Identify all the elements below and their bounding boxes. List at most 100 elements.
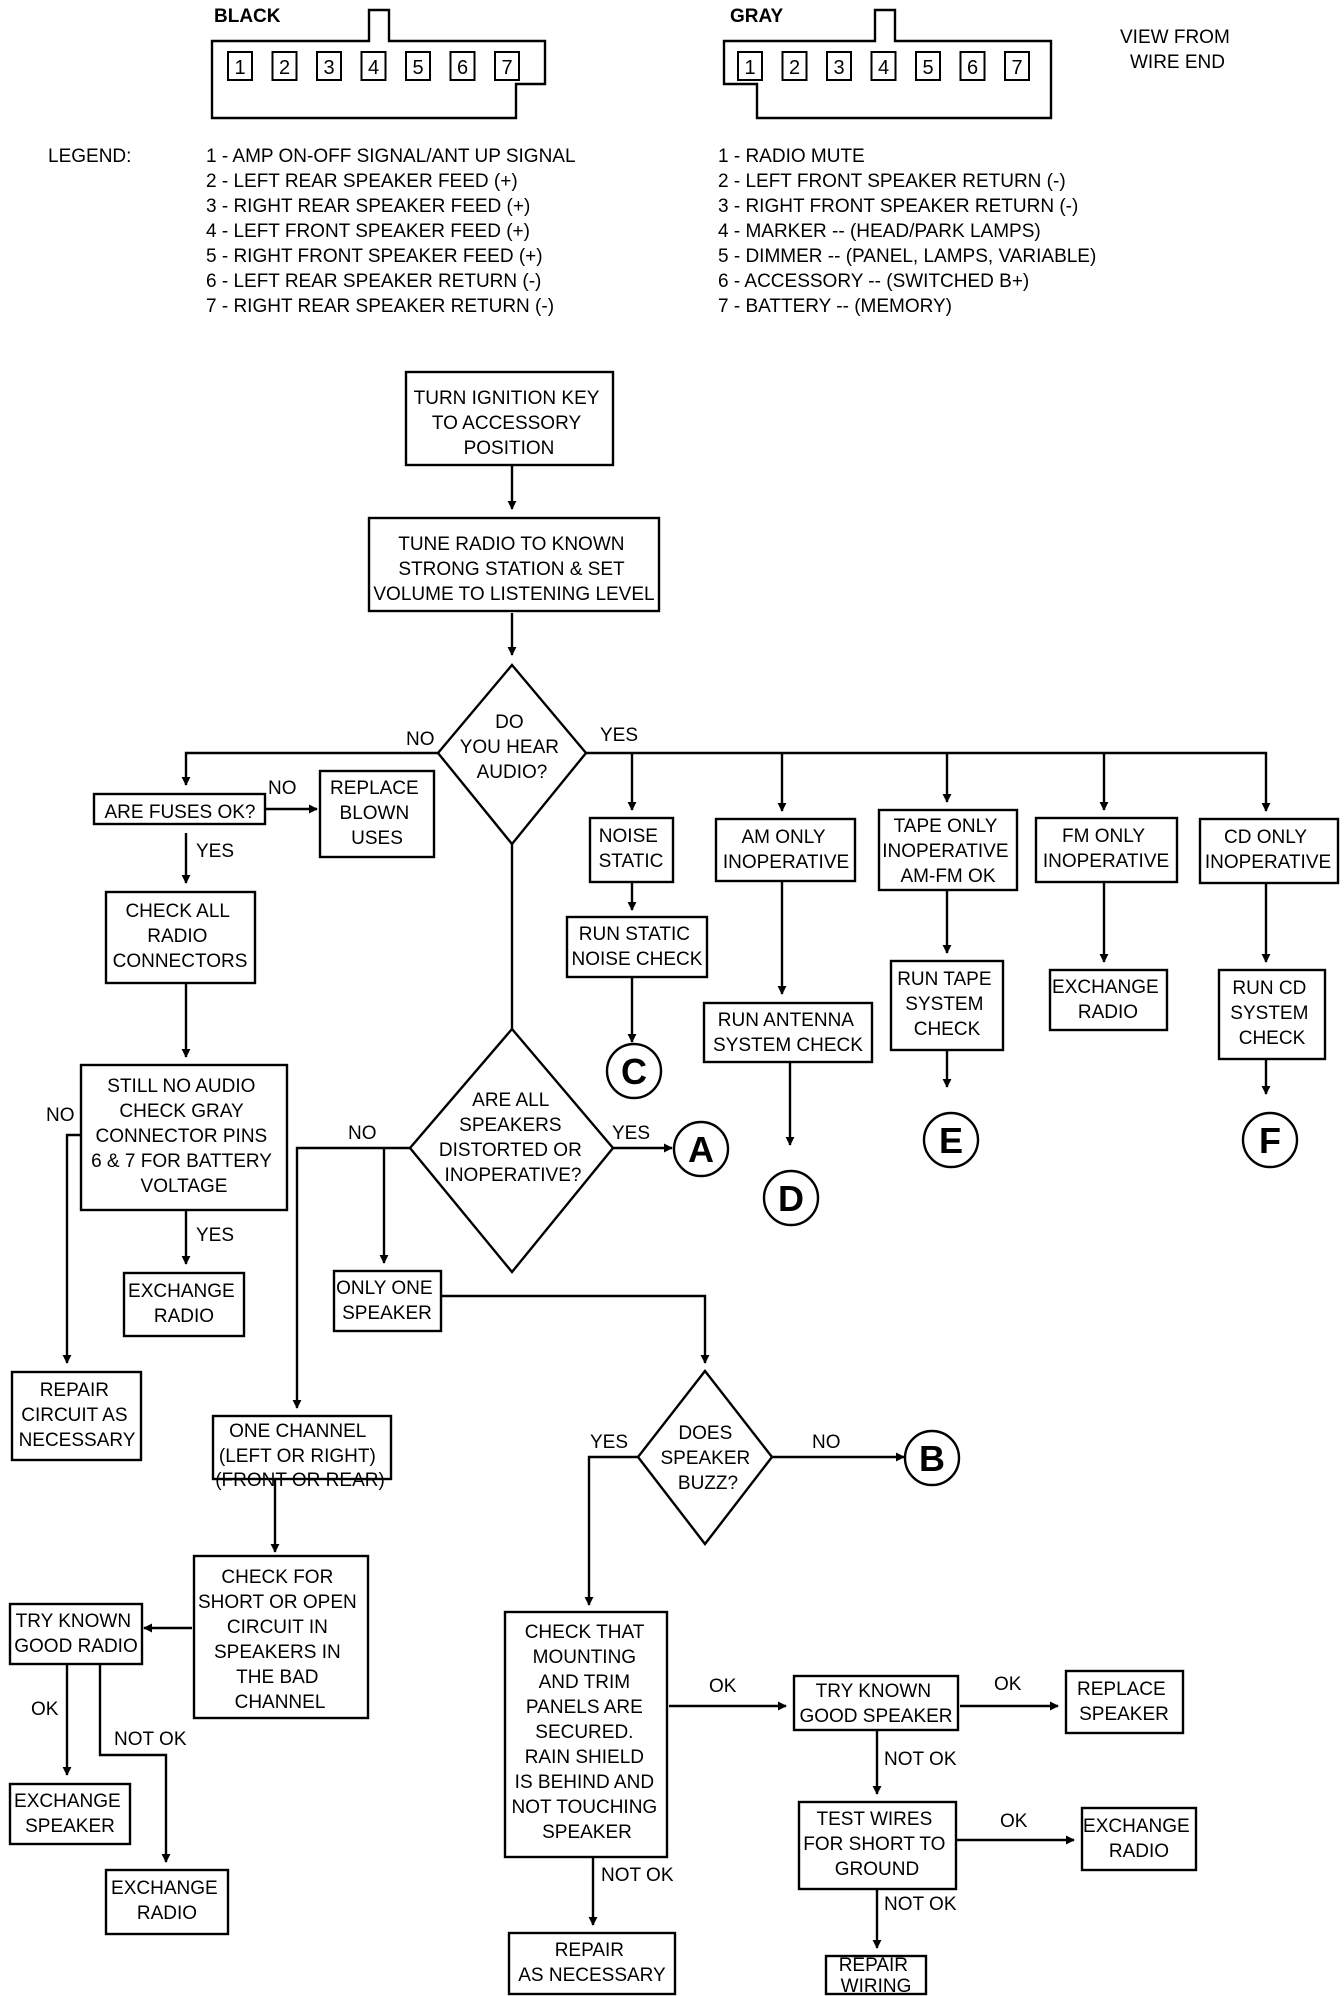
node-repair-wiring: REPAIR WIRING (824, 1954, 928, 1996)
decision-hear-audio: DO YOU HEAR AUDIO? (436, 663, 588, 846)
node-exchange-radio-1: EXCHANGE RADIO (122, 1271, 246, 1338)
black-pin-2: 2 (279, 57, 290, 79)
label-buzz-no: NO (812, 1432, 841, 1453)
black-pin-box-6 (449, 51, 476, 81)
node-try-known-good-radio-text: TRY KNOWN GOOD RADIO (14, 1611, 138, 1657)
legend-gray-pin-7: 7 - BATTERY -- (MEMORY) (718, 296, 952, 317)
node-only-one-speaker-text: ONLY ONE SPEAKER (336, 1278, 438, 1324)
legend-gray-pin-1: 1 - RADIO MUTE (718, 146, 865, 167)
node-ignition: TURN IGNITION KEY TO ACCESSORY POSITION (404, 370, 615, 467)
label-wires-ok: OK (1000, 1811, 1028, 1832)
gray-pin-2: 2 (789, 57, 800, 79)
node-tune-radio-text: TUNE RADIO TO KNOWN STRONG STATION & SET… (373, 534, 654, 605)
node-repair-circuit-text: REPAIR CIRCUIT AS NECESSARY (19, 1380, 136, 1451)
legend-gray-pin-2: 2 - LEFT FRONT SPEAKER RETURN (-) (718, 171, 1066, 192)
gray-pin-box-5 (915, 51, 941, 81)
decision-all-speakers: ARE ALL SPEAKERS DISTORTED OR INOPERATIV… (408, 1027, 615, 1274)
node-ignition-text: TURN IGNITION KEY TO ACCESSORY POSITION (414, 388, 605, 459)
gray-pin-box-1 (737, 51, 763, 81)
node-replace-speaker: REPLACE SPEAKER (1064, 1669, 1185, 1735)
node-cd-only-text: CD ONLY INOPERATIVE (1205, 827, 1331, 873)
node-cd-only: CD ONLY INOPERATIVE (1198, 817, 1340, 885)
label-hear-no: NO (406, 729, 435, 750)
node-tape-only-text: TAPE ONLY INOPERATIVE AM-FM OK (882, 816, 1014, 887)
black-pin-1: 1 (234, 57, 245, 79)
node-run-cd: RUN CD SYSTEM CHECK (1217, 968, 1327, 1061)
gray-pin-box-4 (870, 51, 897, 81)
node-fm-only-text: FM ONLY INOPERATIVE (1043, 826, 1169, 872)
svg-text:F: F (1259, 1120, 1281, 1161)
view-note: VIEW FROM WIRE END (1120, 27, 1235, 73)
node-check-connectors: CHECK ALL RADIO CONNECTORS (104, 890, 257, 985)
label-speaker-ok: OK (994, 1674, 1022, 1695)
node-run-static: RUN STATIC NOISE CHECK (565, 915, 709, 979)
decision-all-speakers-text: ARE ALL SPEAKERS DISTORTED OR INOPERATIV… (439, 1090, 587, 1186)
node-tape-only: TAPE ONLY INOPERATIVE AM-FM OK (877, 808, 1019, 892)
legend-gray-pin-5: 5 - DIMMER -- (PANEL, LAMPS, VARIABLE) (718, 246, 1096, 267)
node-check-mounting-text: CHECK THAT MOUNTING AND TRIM PANELS ARE … (512, 1622, 663, 1843)
node-run-antenna-text: RUN ANTENNA SYSTEM CHECK (713, 1010, 863, 1056)
node-run-cd-text: RUN CD SYSTEM CHECK (1230, 978, 1313, 1049)
node-am-only: AM ONLY INOPERATIVE (714, 817, 857, 883)
node-exchange-radio-2: EXCHANGE RADIO (104, 1868, 230, 1936)
black-pin-5: 5 (412, 57, 423, 79)
label-speakers-yes: YES (612, 1123, 650, 1144)
svg-text:A: A (688, 1129, 714, 1170)
node-still-no-audio: STILL NO AUDIO CHECK GRAY CONNECTOR PINS… (79, 1063, 289, 1212)
gray-pin-box-6 (959, 51, 986, 81)
connector-b: B (903, 1429, 961, 1487)
node-run-antenna: RUN ANTENNA SYSTEM CHECK (702, 1001, 874, 1064)
connector-a: A (672, 1120, 730, 1178)
node-run-tape: RUN TAPE SYSTEM CHECK (889, 959, 1005, 1052)
decision-speaker-buzz: DOES SPEAKER BUZZ? (636, 1369, 774, 1546)
black-pin-box-3 (316, 51, 342, 81)
legend-black-pin-2: 2 - LEFT REAR SPEAKER FEED (+) (206, 171, 518, 192)
legend-black-pin-5: 5 - RIGHT FRONT SPEAKER FEED (+) (206, 246, 543, 267)
black-pin-6: 6 (457, 57, 468, 79)
node-only-one-speaker: ONLY ONE SPEAKER (332, 1269, 443, 1333)
node-noise-static-text: NOISE STATIC (599, 826, 664, 872)
legend-gray-pin-6: 6 - ACCESSORY -- (SWITCHED B+) (718, 271, 1029, 292)
label-wires-not-ok: NOT OK (884, 1894, 957, 1915)
gray-pin-box-2 (781, 51, 808, 81)
black-pin-box-4 (360, 51, 387, 81)
node-run-tape-text: RUN TAPE SYSTEM CHECK (897, 969, 997, 1040)
label-mounting-not-ok: NOT OK (601, 1865, 674, 1886)
flow-lines (62, 439, 1271, 1949)
decision-hear-audio-text: DO YOU HEAR AUDIO? (460, 712, 565, 783)
black-pin-box-5 (405, 51, 431, 81)
node-repair-as-necessary-text: REPAIR AS NECESSARY (518, 1940, 666, 1986)
node-replace-fuses: REPLACE BLOWN USES (318, 769, 436, 859)
node-test-wires-text: TEST WIRES FOR SHORT TO GROUND (803, 1809, 950, 1880)
gray-pin-5: 5 (922, 57, 933, 79)
node-fm-only: FM ONLY INOPERATIVE (1034, 816, 1179, 884)
black-pin-box-1 (227, 51, 253, 81)
svg-text:B: B (919, 1438, 945, 1479)
node-exchange-speaker-1-text: EXCHANGE SPEAKER (14, 1791, 126, 1837)
label-speaker-not-ok: NOT OK (884, 1749, 957, 1770)
node-fuses-text: ARE FUSES OK? (105, 802, 256, 823)
gray-pin-3: 3 (833, 57, 844, 79)
svg-text:C: C (621, 1051, 647, 1092)
label-radio-ok: OK (31, 1699, 59, 1720)
legend-black-pin-6: 6 - LEFT REAR SPEAKER RETURN (-) (206, 271, 541, 292)
node-repair-as-necessary: REPAIR AS NECESSARY (507, 1931, 677, 1996)
node-test-wires: TEST WIRES FOR SHORT TO GROUND (797, 1800, 958, 1891)
gray-connector-outline (722, 8, 1053, 120)
connector-c: C (605, 1042, 663, 1100)
label-hear-yes: YES (600, 725, 638, 746)
edge-labels: NO YES NO YES NO YES NO YES YES NO OK NO… (31, 725, 1028, 1915)
node-check-connectors-text: CHECK ALL RADIO CONNECTORS (113, 901, 248, 972)
legend-gray-pins: 1 - RADIO MUTE 2 - LEFT FRONT SPEAKER RE… (718, 146, 1096, 317)
gray-connector-label: GRAY (730, 6, 783, 27)
label-still-yes: YES (196, 1225, 234, 1246)
node-exchange-radio-3: EXCHANGE RADIO (1080, 1806, 1198, 1872)
node-exchange-speaker-1: EXCHANGE SPEAKER (8, 1782, 132, 1846)
black-pin-7: 7 (501, 57, 512, 79)
svg-text:D: D (778, 1178, 804, 1219)
connector-e: E (922, 1111, 980, 1169)
